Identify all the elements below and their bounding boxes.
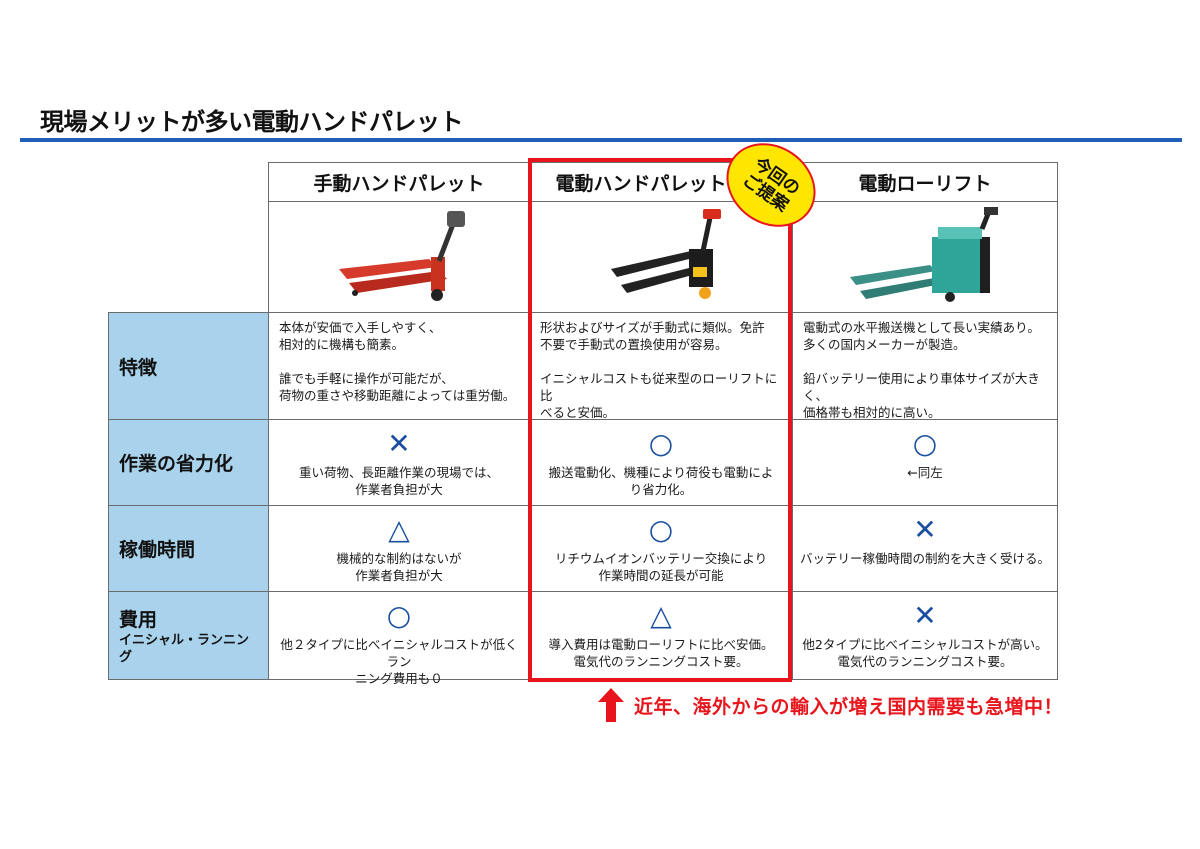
image-cell-lowlift (792, 201, 1058, 313)
cell-time-manual: △ 機械的な制約はないが 作業者負担が大 (268, 505, 530, 592)
cell-cost-electric: △ 導入費用は電動ローリフトに比べ安価。 電気代のランニングコスト要。 (529, 591, 793, 680)
cross-mark-icon: ✕ (913, 599, 937, 632)
circle-mark-icon: ○ (386, 599, 412, 632)
cell-text: リチウムイオンバッテリー交換により 作業時間の延長が可能 (554, 551, 768, 583)
cell-labor-lowlift: ○ ←同左 (792, 419, 1058, 506)
cell-labor-manual: ✕ 重い荷物、長距離作業の現場では、 作業者負担が大 (268, 419, 530, 506)
image-cell-electric (529, 201, 793, 313)
cell-text: ←同左 (907, 465, 943, 480)
title-underline (20, 138, 1182, 142)
row-label-text: 作業の省力化 (119, 453, 234, 475)
cell-text: 機械的な制約はないが 作業者負担が大 (336, 551, 462, 583)
row-label-cost: 費用 イニシャル・ランニン グ (108, 591, 269, 680)
triangle-mark-icon: △ (388, 513, 410, 546)
cell-text: 他２タイプに比べイニシャルコストが低くラン ニング費用も０ (280, 637, 518, 686)
cell-time-lowlift: ✕ バッテリー稼働時間の制約を大きく受ける。 (792, 505, 1058, 592)
cross-mark-icon: ✕ (913, 513, 937, 546)
cell-cost-lowlift: ✕ 他2タイプに比べイニシャルコストが高い。 電気代のランニングコスト要。 (792, 591, 1058, 680)
column-header-lowlift: 電動ローリフト (792, 162, 1058, 202)
cell-text: バッテリー稼働時間の制約を大きく受ける。 (799, 551, 1050, 566)
row-sublabel-text: イニシャル・ランニン グ (119, 633, 250, 665)
page-title: 現場メリットが多い電動ハンドパレット (40, 108, 464, 136)
up-arrow-icon (598, 688, 624, 722)
circle-mark-icon: ○ (912, 427, 938, 460)
cell-labor-electric: ○ 搬送電動化、機種により荷役も電動によ り省力化。 (529, 419, 793, 506)
circle-mark-icon: ○ (648, 513, 674, 546)
electric-lowlift-image (850, 207, 998, 302)
callout-text: 近年、海外からの輸入が増え国内需要も急増中！ (634, 695, 1064, 718)
cell-features-manual: 本体が安価で入手しやすく、 相対的に機構も簡素。 誰でも手軽に操作が可能だが、 … (268, 312, 530, 420)
row-label-operating-time: 稼働時間 (108, 505, 269, 592)
row-label-text: 費用 (119, 609, 158, 631)
image-cell-manual (268, 201, 530, 313)
circle-mark-icon: ○ (648, 427, 674, 460)
callout: 近年、海外からの輸入が増え国内需要も急増中！ (598, 688, 1063, 722)
column-header-manual: 手動ハンドパレット (268, 162, 530, 202)
row-label-text: 特徴 (119, 356, 158, 379)
triangle-mark-icon: △ (650, 599, 672, 632)
manual-pallet-truck-image (339, 211, 465, 301)
cell-text: 導入費用は電動ローリフトに比べ安価。 電気代のランニングコスト要。 (548, 637, 774, 669)
row-label-features: 特徴 (108, 312, 269, 420)
row-label-text: 稼働時間 (119, 539, 196, 561)
cell-text: 搬送電動化、機種により荷役も電動によ り省力化。 (548, 465, 774, 497)
cell-cost-manual: ○ 他２タイプに比べイニシャルコストが低くラン ニング費用も０ (268, 591, 530, 686)
cell-text: 重い荷物、長距離作業の現場では、 作業者負担が大 (298, 465, 499, 497)
cell-features-lowlift: 電動式の水平搬送機として長い実績あり。 多くの国内メーカーが製造。 鉛バッテリー… (792, 312, 1058, 420)
cell-text: 他2タイプに比べイニシャルコストが高い。 電気代のランニングコスト要。 (802, 637, 1048, 669)
cross-mark-icon: ✕ (387, 427, 411, 460)
electric-pallet-truck-image (611, 209, 721, 299)
cell-features-electric: 形状およびサイズが手動式に類似。免許 不要で手動式の置換使用が容易。 イニシャル… (529, 312, 793, 420)
row-label-labor-saving: 作業の省力化 (108, 419, 269, 506)
cell-time-electric: ○ リチウムイオンバッテリー交換により 作業時間の延長が可能 (529, 505, 793, 592)
